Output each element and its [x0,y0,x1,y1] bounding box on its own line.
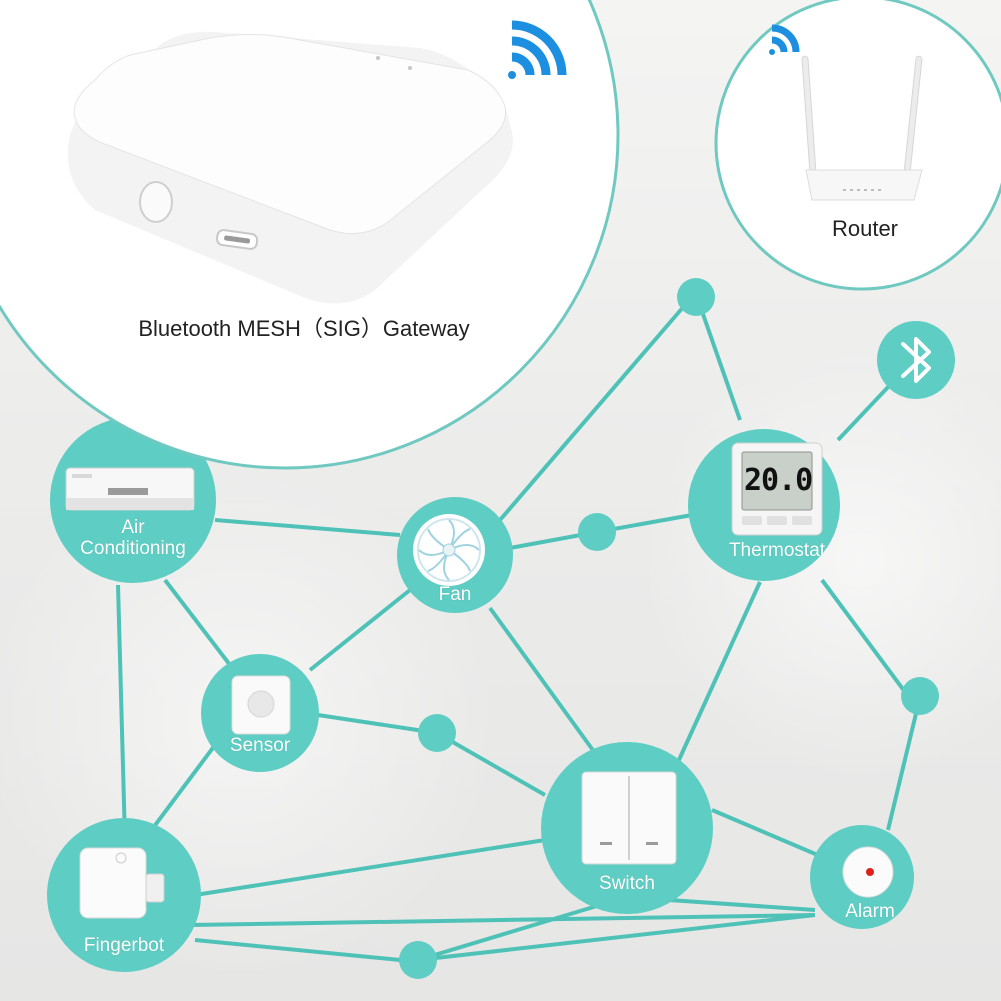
router-caption: Router [831,216,899,241]
wifi-icon [769,24,800,55]
link [163,578,232,667]
relay-node [399,941,437,979]
link [308,588,412,672]
link [148,743,217,834]
mesh-links [116,296,922,962]
link [436,731,546,797]
node-fan [397,497,513,613]
fan-icon [413,514,485,586]
link [317,713,438,735]
sensor-label: Sensor [229,735,291,756]
link [695,296,742,421]
node-thermostat [688,429,840,581]
wifi-icon [508,20,567,79]
link [189,913,816,927]
link [194,838,546,897]
gateway-device [67,31,513,304]
air-conditioner-icon [65,467,195,511]
fingerbot-label: Fingerbot [83,935,165,956]
bluetooth-node [877,321,955,399]
alarm-icon [842,846,894,898]
switch-label: Switch [599,873,655,894]
link [488,606,602,762]
node-air-conditioning [50,417,216,583]
link [116,584,127,841]
thermostat-label: Thermostat [728,540,826,561]
router-panel [714,0,1001,291]
link [417,913,816,962]
air-conditioning-label: Air Conditioning [55,517,211,559]
gateway-panel [0,0,620,470]
relay-node [578,513,616,551]
switch-icon [581,771,677,865]
relay-node [901,677,939,715]
alarm-label: Alarm [845,901,895,922]
link [417,903,601,962]
link [676,581,762,763]
gateway-caption: Bluetooth MESH（SIG）Gateway [138,316,470,341]
link [836,383,892,442]
thermostat-display: 20.0 [744,463,813,498]
sensor-icon [231,675,291,735]
link [886,696,922,831]
relay-nodes [399,278,939,979]
node-fingerbot [47,818,201,972]
router-device [801,55,923,201]
node-sensor [201,654,319,772]
bluetooth-icon [901,337,931,383]
link [820,578,907,694]
link [711,808,821,858]
air-conditioning-label-line2: Conditioning [80,538,186,559]
thermostat-icon [731,442,823,536]
relay-node [677,278,715,316]
air-conditioning-label-line1: Air [121,517,145,538]
fingerbot-icon [79,847,165,919]
relay-node [418,714,456,752]
node-switch [541,742,713,914]
link [214,518,401,537]
link [194,938,401,962]
node-alarm [810,825,914,929]
link [498,303,687,522]
fan-label: Fan [438,584,472,605]
